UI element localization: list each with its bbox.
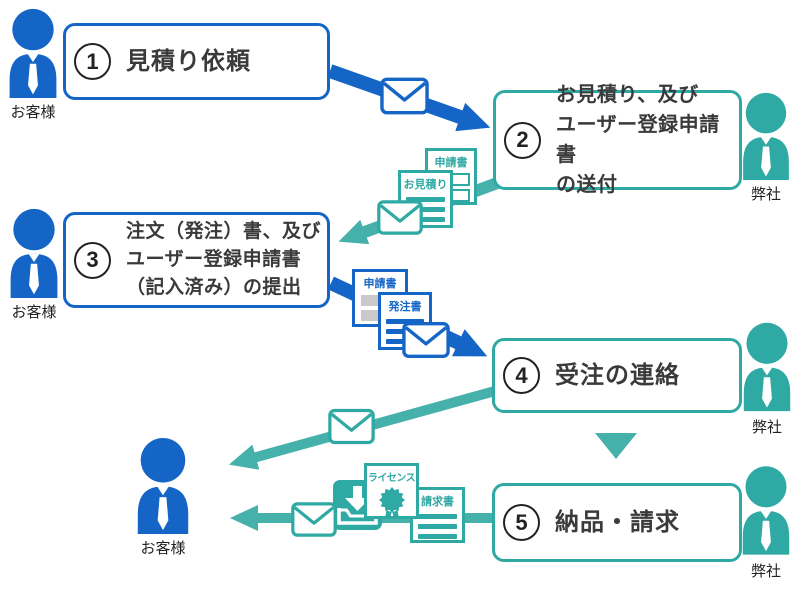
step-5-label: 納品・請求	[555, 509, 680, 537]
customer-icon	[10, 208, 58, 298]
step-2-label: お見積り、及び ユーザー登録申請書 の送付	[556, 80, 739, 200]
step-3-line: （記入済み）の提出	[126, 277, 302, 298]
step-2-line: の送付	[556, 174, 618, 196]
step-1-box: 1 見積り依頼	[63, 23, 330, 100]
company-icon	[743, 322, 791, 412]
step-5-number: 5	[503, 504, 540, 541]
step-4-number: 4	[503, 357, 540, 394]
form-field	[361, 310, 379, 321]
mail-envelope-icon	[380, 77, 429, 115]
company-figure-2: 弊社	[742, 320, 792, 437]
company-label: 弊社	[751, 419, 782, 436]
text-line	[386, 319, 424, 324]
step-4-label: 受注の連絡	[555, 362, 680, 390]
customer-figure-2: お客様	[8, 208, 60, 322]
mail-envelope-icon	[291, 502, 337, 537]
step-3-number: 3	[74, 241, 111, 279]
step-4-box: 4 受注の連絡	[492, 338, 742, 413]
customer-label: お客様	[10, 104, 56, 121]
step-1-label: 見積り依頼	[126, 48, 251, 76]
ribbon-seal-icon	[378, 487, 405, 516]
text-line	[406, 217, 445, 222]
step-3-line: ユーザー登録申請書	[126, 249, 302, 270]
step-4-line: 受注の連絡	[555, 361, 680, 389]
step-2-box: 2 お見積り、及び ユーザー登録申請書 の送付	[493, 84, 742, 196]
customer-icon	[9, 8, 57, 98]
text-line	[418, 534, 457, 539]
mail-envelope-icon	[377, 200, 423, 235]
step-3-line: 注文（発注）書、及び	[126, 221, 322, 242]
step-2-line: ユーザー登録申請書	[556, 114, 720, 166]
order-form-document: 発注書	[378, 292, 432, 350]
license-document: ライセンス	[364, 463, 419, 519]
customer-figure-1: お客様	[7, 8, 59, 122]
down-triangle-icon	[595, 433, 637, 459]
customer-icon	[137, 437, 189, 534]
mail-envelope-icon	[402, 322, 450, 358]
quote-document: お見積り	[398, 170, 453, 228]
form-field	[361, 295, 379, 306]
mail-envelope-icon	[328, 408, 375, 445]
customer-label: お客様	[11, 304, 57, 321]
document-title: 請求書	[421, 496, 454, 508]
customer-figure-3: お客様	[134, 437, 192, 558]
step-3-label: 注文（発注）書、及び ユーザー登録申請書 （記入済み）の提出	[126, 218, 321, 302]
step-1-line: 見積り依頼	[126, 47, 251, 75]
company-figure-1: 弊社	[741, 92, 791, 204]
document-title: 申請書	[363, 278, 397, 290]
company-figure-3: 弊社	[741, 463, 791, 581]
text-line	[406, 197, 445, 202]
text-line	[418, 524, 457, 529]
document-title: 発注書	[388, 301, 422, 313]
company-label: 弊社	[750, 186, 781, 203]
customer-label: お客様	[140, 540, 186, 557]
document-title: 申請書	[434, 157, 468, 169]
step-5-box: 5 納品・請求	[492, 483, 742, 562]
document-title: お見積り	[403, 179, 448, 191]
step-5-line: 納品・請求	[555, 508, 680, 536]
step-2-line: お見積り、及び	[556, 84, 699, 106]
step-2-number: 2	[504, 121, 541, 159]
company-icon	[742, 466, 790, 555]
document-title: ライセンス	[367, 473, 416, 484]
step-1-number: 1	[74, 43, 111, 80]
step-3-box: 3 注文（発注）書、及び ユーザー登録申請書 （記入済み）の提出	[63, 212, 330, 308]
company-icon	[743, 92, 789, 180]
text-line	[418, 514, 457, 519]
text-line	[406, 207, 445, 212]
company-label: 弊社	[750, 563, 781, 580]
